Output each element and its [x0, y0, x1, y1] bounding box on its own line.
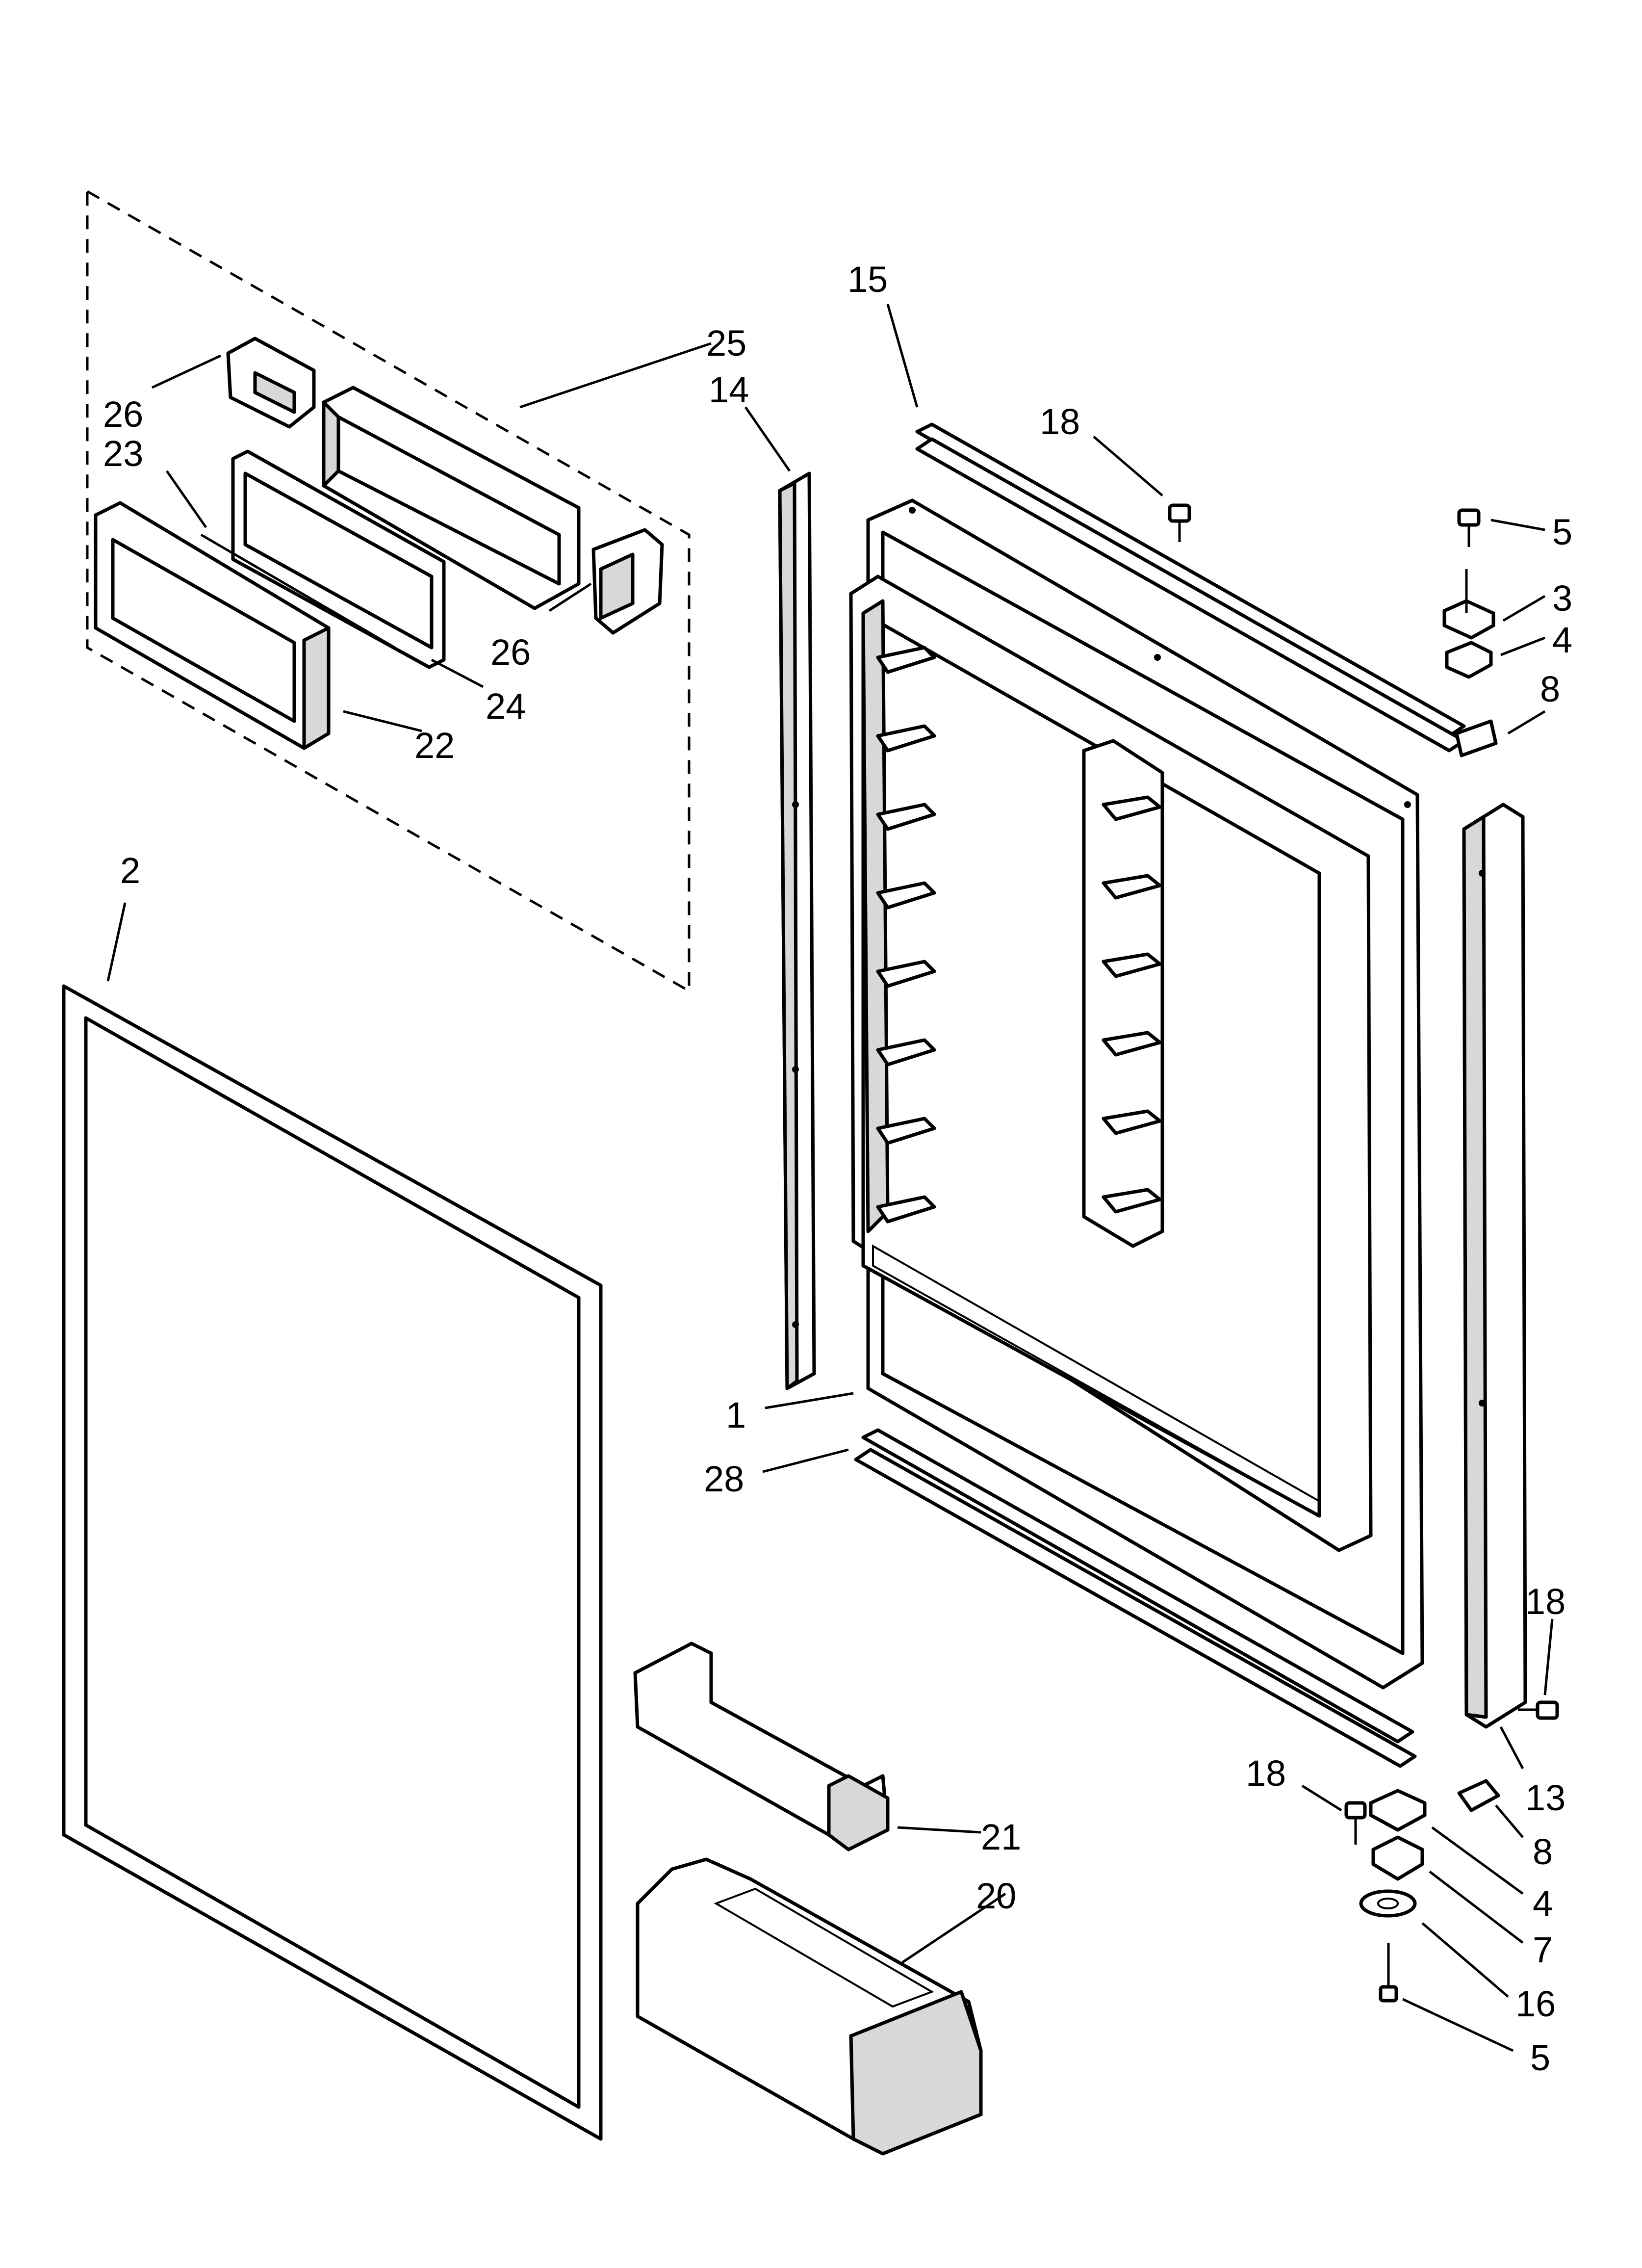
callout-26-lower: 26 — [490, 632, 531, 673]
part-1-door-liner — [849, 498, 1424, 1690]
part-25-drawer-housing — [322, 386, 581, 610]
part-23-rod — [200, 533, 396, 649]
callout-4-bottom: 4 — [1533, 1883, 1553, 1924]
callout-25: 25 — [706, 323, 746, 364]
callout-21: 21 — [981, 1817, 1021, 1857]
part-26-bracket-upper — [226, 337, 316, 429]
screw-18-right — [1518, 1700, 1559, 1720]
callout-4-top: 4 — [1552, 620, 1572, 660]
callout-8-bottom: 8 — [1533, 1831, 1553, 1872]
callout-2: 2 — [120, 850, 140, 891]
callout-5-bottom: 5 — [1530, 2037, 1550, 2078]
callout-18-right: 18 — [1525, 1581, 1565, 1622]
callout-18-bottom: 18 — [1246, 1753, 1286, 1794]
part-22-drawer-front — [94, 501, 331, 750]
part-2-gasket — [62, 984, 603, 2141]
callout-14: 14 — [709, 369, 749, 410]
callout-23: 23 — [103, 433, 143, 474]
part-24-drawer-frame — [231, 449, 446, 669]
inner-bin-column — [1082, 739, 1164, 1248]
part-21-shelf-bin — [633, 1642, 890, 1851]
callout-20: 20 — [976, 1876, 1016, 1916]
callout-3: 3 — [1552, 578, 1572, 619]
bottom-hinge-hardware — [1359, 1779, 1500, 2003]
callout-7: 7 — [1533, 1929, 1553, 1970]
part-13-right-trim — [1462, 803, 1527, 1729]
screw-18-bottom — [1344, 1801, 1367, 1845]
leader-lines — [106, 304, 1554, 2052]
part-14-left-trim — [778, 471, 816, 1390]
callout-1: 1 — [726, 1395, 746, 1435]
callout-28: 28 — [704, 1459, 744, 1499]
callout-8-top: 8 — [1540, 669, 1560, 709]
callout-5-top: 5 — [1552, 512, 1572, 552]
callout-16: 16 — [1515, 1983, 1556, 2024]
callout-24: 24 — [486, 686, 526, 727]
part-20-shelf-bin — [636, 1857, 983, 2156]
screw-18-top — [1168, 503, 1191, 542]
part-28-bottom-trim — [854, 1428, 1417, 1768]
callout-15: 15 — [847, 259, 888, 300]
callout-18-top: 18 — [1040, 401, 1080, 442]
callout-22: 22 — [414, 725, 455, 766]
part-26-bracket-lower — [591, 528, 664, 635]
shelf-clips-left — [876, 646, 936, 1224]
callout-labels: 15 25 14 18 26 23 5 3 4 26 24 8 22 2 1 2… — [103, 259, 1572, 2078]
callout-26-upper: 26 — [103, 394, 143, 435]
top-hinge-hardware — [1442, 508, 1498, 757]
callout-13: 13 — [1525, 1777, 1565, 1818]
